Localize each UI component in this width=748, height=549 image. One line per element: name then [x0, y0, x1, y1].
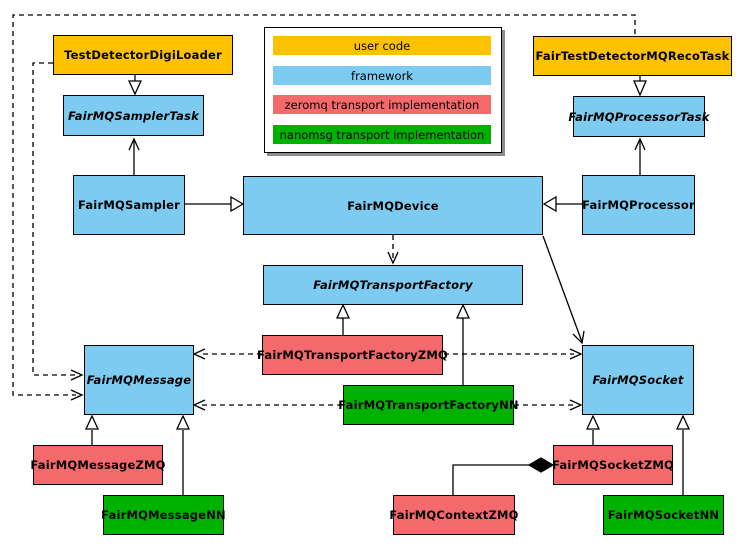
- arrowhead-vee-icon: [569, 399, 583, 411]
- edge-digiloader-to-samplertask: [127, 75, 143, 96]
- legend-label: framework: [351, 68, 413, 83]
- class-box-fairmqsocketzmq: FairMQSocketZMQ: [552, 445, 674, 485]
- arrowhead-triangle-icon: [175, 414, 191, 430]
- class-box-fairmqcontextzmq: FairMQContextZMQ: [389, 495, 518, 535]
- class-box-fairmqdevice: FairMQDevice: [243, 176, 543, 235]
- class-box-fairmqmessagezmq: FairMQMessageZMQ: [30, 445, 165, 485]
- legend-box: user code framework zeromq transport imp…: [264, 27, 502, 153]
- edge-tfzmq-to-socket: [444, 348, 583, 360]
- arrowhead-triangle-icon: [455, 303, 471, 319]
- class-box-testdetectordigiloader: TestDetectorDigiLoader: [53, 35, 233, 75]
- legend-label: zeromq transport implementation: [284, 97, 480, 112]
- class-box-fairmqtransportfactory: FairMQTransportFactory: [263, 265, 523, 305]
- edge-recotask-to-message: [12, 14, 636, 401]
- class-box-fairmqsampler: FairMQSampler: [73, 175, 185, 235]
- arrowhead-triangle-icon: [84, 414, 100, 430]
- arrowhead-triangle-icon: [585, 414, 601, 430]
- arrowhead-vee-icon: [387, 251, 399, 265]
- arrowhead-triangle-icon: [633, 80, 647, 97]
- composition-diamond-icon: [527, 457, 555, 473]
- edge-msgnn-to-message: [175, 414, 191, 495]
- arrowhead-vee-icon: [192, 399, 206, 411]
- edge-tfnn-to-transportfactory: [455, 303, 471, 385]
- class-box-fairmqsamplertask: FairMQSamplerTask: [63, 95, 204, 136]
- edge-recotask-to-processortask: [633, 76, 647, 97]
- arrowhead-vee-icon: [569, 348, 583, 360]
- class-box-fairmqsocketnn: FairMQSocketNN: [603, 495, 724, 535]
- arrowhead-vee-icon: [70, 369, 84, 381]
- edge-line: [32, 62, 76, 376]
- class-box-fairmqmessage: FairMQMessage: [84, 345, 194, 415]
- edge-sampler-to-samplertask: [128, 137, 140, 175]
- arrowhead-triangle-icon: [542, 195, 557, 213]
- legend-label: user code: [353, 38, 411, 53]
- edge-socknn-to-socket: [675, 414, 691, 495]
- edge-line: [542, 235, 583, 343]
- edge-processor-to-device: [542, 195, 582, 213]
- edge-line: [452, 464, 529, 495]
- class-box-fairmqprocessor: FairMQProcessor: [582, 175, 695, 235]
- edge-line: [12, 14, 636, 396]
- arrowhead-triangle-icon: [127, 80, 143, 96]
- class-box-fairmqtransportfactorynn: FairMQTransportFactoryNN: [338, 385, 519, 425]
- arrowhead-triangle-icon: [230, 195, 245, 213]
- arrowhead-vee-icon: [572, 330, 585, 345]
- edge-tfnn-to-socket: [514, 399, 583, 411]
- class-box-fairmqprocessortask: FairMQProcessorTask: [568, 96, 709, 137]
- legend-label: nanomsg transport implementation: [279, 127, 485, 142]
- edge-tfnn-to-message: [192, 399, 342, 411]
- arrowhead-vee-icon: [634, 137, 646, 151]
- legend-item-nanomsg: nanomsg transport implementation: [273, 125, 491, 144]
- arrowhead-triangle-icon: [335, 303, 351, 319]
- edge-contextzmq-to-sockzmq: [452, 457, 555, 495]
- class-box-fairmqsocket: FairMQSocket: [582, 345, 694, 415]
- edge-digiloader-to-message: [32, 62, 84, 381]
- class-box-fairtestdetectormqrecotask: FairTestDetectorMQRecoTask: [533, 36, 732, 76]
- legend-item-user-code: user code: [273, 36, 491, 55]
- arrowhead-vee-icon: [70, 389, 84, 401]
- edge-tfzmq-to-message: [192, 348, 262, 360]
- legend-item-zeromq: zeromq transport implementation: [273, 95, 491, 114]
- edge-device-to-transportfactory: [387, 235, 399, 265]
- arrowhead-vee-icon: [192, 348, 206, 360]
- edge-processor-to-processortask: [634, 137, 646, 175]
- arrowhead-triangle-icon: [675, 414, 691, 430]
- edge-sampler-to-device: [185, 195, 245, 213]
- class-box-fairmqmessagenn: FairMQMessageNN: [101, 495, 226, 535]
- arrowhead-vee-icon: [128, 137, 140, 151]
- edge-sockzmq-to-socket: [585, 414, 601, 445]
- edge-tfzmq-to-transportfactory: [335, 303, 351, 335]
- edge-msgzmq-to-message: [84, 414, 100, 445]
- legend-item-framework: framework: [273, 66, 491, 85]
- edge-device-to-socket: [542, 235, 585, 345]
- class-box-fairmqtransportfactoryzmq: FairMQTransportFactoryZMQ: [257, 335, 448, 375]
